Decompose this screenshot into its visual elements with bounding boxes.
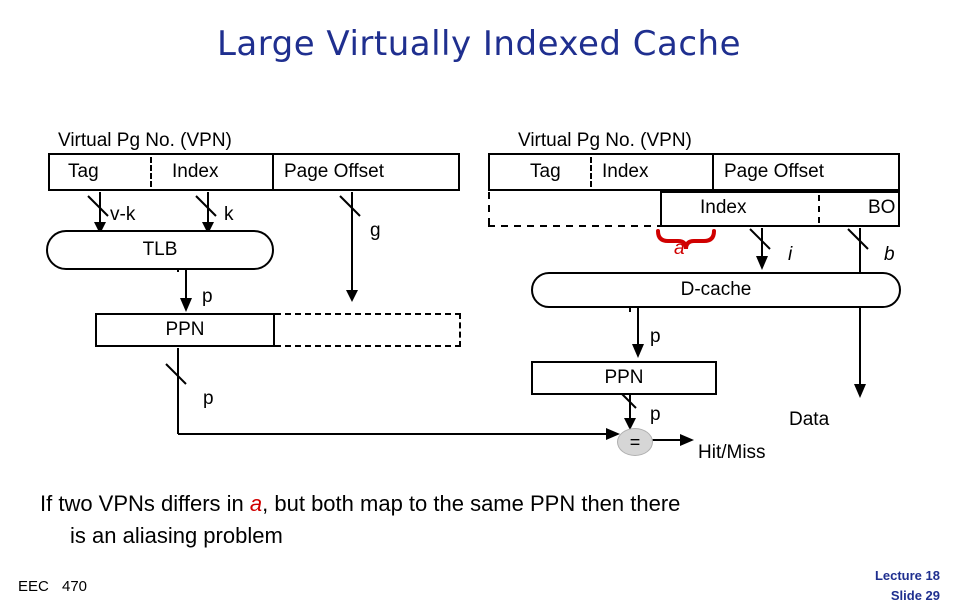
right-index-label: Index — [602, 161, 649, 182]
right-tag-label: Tag — [530, 161, 561, 182]
right-index2-label: Index — [700, 197, 747, 218]
right-page-offset-label: Page Offset — [724, 161, 824, 182]
caption-emphasis: a — [249, 491, 263, 516]
footer-course-number: 470 — [62, 578, 88, 595]
footer-slide: Slide 29 — [890, 587, 940, 603]
right-index-bo-divider — [818, 195, 820, 223]
right-i-bits-label: i — [788, 244, 793, 265]
left-tag-label: Tag — [68, 161, 99, 182]
left-p-label-bottom: p — [203, 388, 214, 409]
left-tag-index-divider — [150, 157, 152, 187]
left-k-bits-label: k — [224, 204, 234, 225]
comparator-node: = — [617, 428, 653, 456]
left-index-label: Index — [172, 161, 219, 182]
right-ppn-box: PPN — [531, 361, 717, 395]
left-page-offset-label: Page Offset — [284, 161, 384, 182]
right-p-label-top: p — [650, 326, 661, 347]
left-ppn-box: PPN — [95, 313, 275, 347]
right-address-box — [488, 153, 900, 191]
footer-lecture: Lecture 18 — [874, 568, 940, 583]
left-address-box — [48, 153, 460, 191]
right-bo-label: BO — [868, 197, 896, 218]
right-b-bits-label: b — [884, 244, 895, 265]
page-title: Large Virtually Indexed Cache — [216, 24, 742, 64]
left-vpn-header: Virtual Pg No. (VPN) — [58, 130, 232, 151]
caption-part1: If two VPNs differs in — [40, 491, 250, 516]
left-vk-bits-label: v-k — [110, 204, 136, 225]
dcache-box: D-cache — [531, 272, 901, 308]
right-tag-index-divider — [590, 157, 592, 187]
tlb-box: TLB — [46, 230, 274, 270]
right-a-bits-label: a — [674, 238, 685, 259]
footer-course: EEC — [18, 578, 49, 595]
right-p-label-bottom: p — [650, 404, 661, 425]
left-ppn-dashed-extension — [275, 313, 461, 347]
right-index-offset-divider — [712, 155, 714, 189]
left-index-offset-divider — [272, 155, 274, 189]
caption-part2: , but both map to the same PPN then ther… — [262, 491, 681, 516]
data-label: Data — [789, 409, 830, 430]
caption-line2: is an aliasing problem — [70, 522, 283, 548]
footer-lecture-info: Lecture 18 Slide 29 — [875, 566, 940, 605]
hit-miss-label: Hit/Miss — [698, 442, 766, 463]
right-vpn-header: Virtual Pg No. (VPN) — [518, 130, 692, 151]
right-index-bo-box — [660, 191, 900, 227]
left-g-bits-label: g — [370, 220, 381, 241]
left-p-label-top: p — [202, 286, 213, 307]
caption-text: If two VPNs differs in a, but both map t… — [40, 488, 930, 552]
